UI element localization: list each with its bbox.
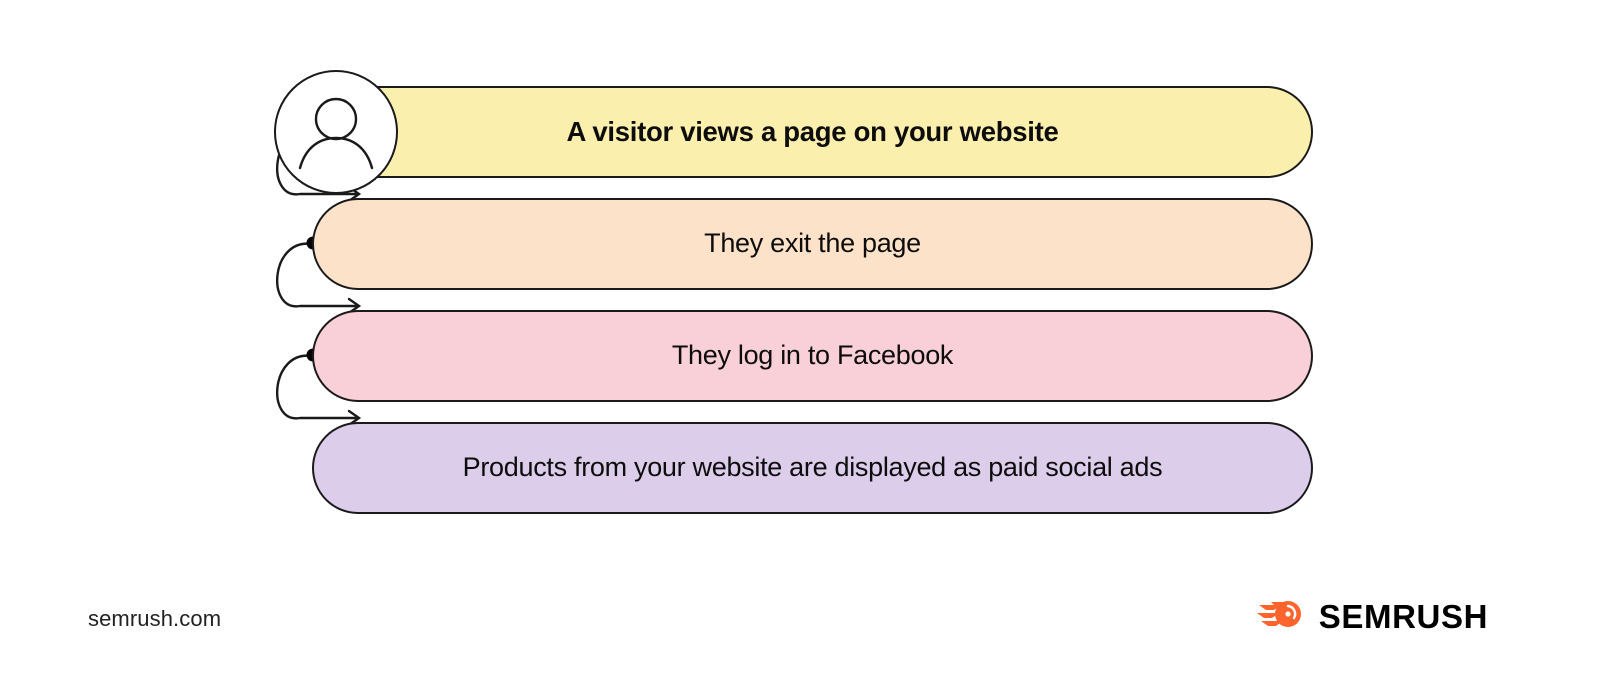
person-avatar-icon <box>274 70 398 194</box>
flow-step-3-bar[interactable]: They log in to Facebook <box>312 310 1313 402</box>
flow-step-1-bar[interactable]: A visitor views a page on your website <box>312 86 1313 178</box>
flow-step-2-bar[interactable]: They exit the page <box>312 198 1313 290</box>
flow-step-3-label: They log in to Facebook <box>671 340 954 371</box>
flow-step-2-label: They exit the page <box>704 228 921 259</box>
source-url: semrush.com <box>88 606 222 631</box>
semrush-comet-logo-icon <box>1256 596 1305 637</box>
semrush-logo: SEMRUSH <box>1256 596 1488 637</box>
flow-step-1[interactable]: A visitor views a page on your website <box>274 70 1313 194</box>
flow-step-3[interactable]: They log in to Facebook <box>312 310 1313 402</box>
flow-step-1-label: A visitor views a page on your website <box>566 115 1059 147</box>
flow-step-4-bar[interactable]: Products from your website are displayed… <box>312 422 1313 514</box>
flow-diagram: A visitor views a page on your website T… <box>274 70 1313 514</box>
flow-step-4[interactable]: Products from your website are displayed… <box>312 422 1313 514</box>
flow-step-4-label: Products from your website are displayed… <box>462 452 1163 483</box>
flow-step-2[interactable]: They exit the page <box>312 198 1313 290</box>
footer: semrush.com SEMRUSH <box>0 558 1600 698</box>
semrush-wordmark: SEMRUSH <box>1318 597 1488 635</box>
